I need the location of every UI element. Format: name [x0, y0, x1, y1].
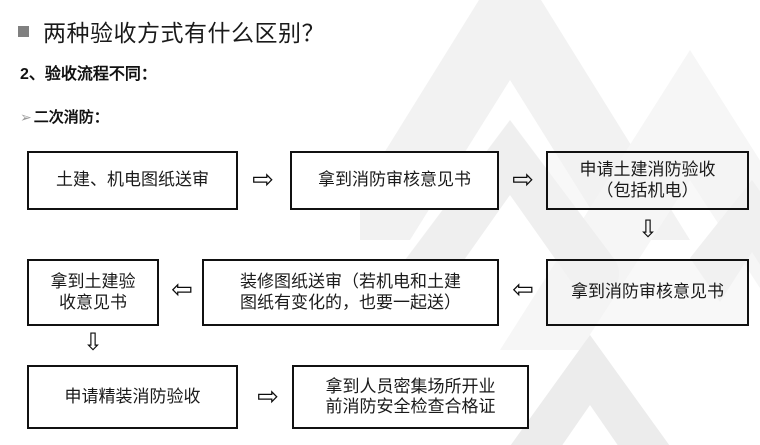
- flow-node-n4-line-1: 拿到消防审核意见书: [571, 282, 724, 302]
- triangle-bullet-icon: ➢: [20, 108, 32, 125]
- subsection-label: 二次消防：: [33, 109, 109, 126]
- flow-node-n8-line-1: 拿到人员密集场所开业: [325, 376, 496, 396]
- flow-node-n2[interactable]: 拿到消防审核意见书: [290, 151, 499, 210]
- flow-arrow-a5: ⇦: [171, 275, 193, 305]
- flow-node-n8-line-2: 前消防安全检查合格证: [325, 397, 496, 416]
- flow-node-n5-line-1: 装修图纸送审（若机电和土建: [240, 272, 461, 292]
- flow-arrow-a1: ⇨: [252, 165, 274, 195]
- flow-node-n3[interactable]: 申请土建消防验收 （包括机电）: [546, 151, 749, 210]
- flow-node-n5-line-2: 图纸有变化的，也要一起送）: [240, 292, 461, 312]
- flow-node-n1[interactable]: 土建、机电图纸送审: [27, 151, 238, 210]
- flow-arrow-a6: ⇩: [82, 328, 104, 356]
- flow-node-n6[interactable]: 拿到土建验 收意见书: [27, 259, 159, 326]
- flow-node-n7[interactable]: 申请精装消防验收: [27, 365, 238, 429]
- square-bullet-icon: [18, 25, 29, 37]
- flow-arrow-a7: ⇨: [257, 382, 279, 412]
- flow-node-n8[interactable]: 拿到人员密集场所开业 前消防安全检查合格证: [292, 365, 529, 429]
- flow-arrow-a3: ⇩: [637, 215, 659, 243]
- subsection-row: ➢ 二次消防：: [20, 106, 109, 127]
- flow-node-n6-line-2: 收意见书: [59, 292, 127, 312]
- flow-node-n3-line-2: （包括机电）: [596, 180, 699, 200]
- flow-node-n4[interactable]: 拿到消防审核意见书: [546, 259, 749, 326]
- page-title: 两种验收方式有什么区别？: [43, 20, 325, 46]
- flow-node-n1-line-1: 土建、机电图纸送审: [56, 170, 209, 190]
- flow-node-n7-line-1: 申请精装消防验收: [64, 386, 201, 406]
- flow-node-n3-line-1: 申请土建消防验收: [579, 160, 716, 180]
- flow-node-n5[interactable]: 装修图纸送审（若机电和土建 图纸有变化的，也要一起送）: [202, 259, 499, 326]
- flow-arrow-a2: ⇨: [512, 165, 534, 195]
- flow-arrow-a4: ⇦: [512, 275, 534, 305]
- flow-node-n2-line-1: 拿到消防审核意见书: [318, 170, 471, 190]
- slide-title-row: 两种验收方式有什么区别？: [18, 14, 325, 48]
- flow-node-n6-line-1: 拿到土建验: [50, 272, 136, 292]
- section-subtitle: 2、验收流程不同：: [20, 66, 157, 83]
